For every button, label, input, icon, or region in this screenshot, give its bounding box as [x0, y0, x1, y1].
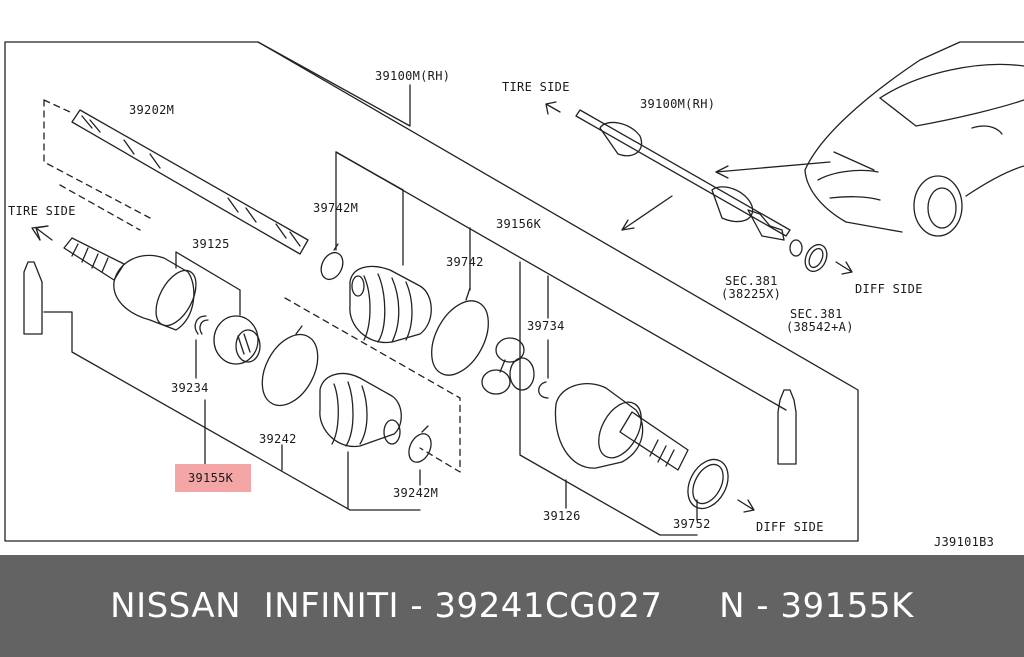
clamp-39742m: [320, 251, 344, 281]
inner-stub-shaft: [63, 237, 125, 281]
label-39202m: 39202M: [129, 103, 174, 117]
inner-housing-39126: [554, 383, 644, 469]
label-diff-side-bottom: DIFF SIDE: [756, 520, 824, 534]
group-line-39100m: [257, 41, 411, 127]
label-39100m-right: 39100M(RH): [640, 97, 715, 111]
group-line-39156k: [335, 151, 787, 411]
label-39126: 39126: [543, 509, 581, 523]
grease-tube-left: [23, 261, 43, 335]
label-39155k: 39155K: [188, 471, 234, 485]
diagram-frame: [4, 41, 859, 542]
label-sec381-b-line2: (38542+A): [786, 320, 854, 334]
label-39752: 39752: [673, 517, 711, 531]
group-line-39155k: [43, 311, 421, 511]
shaft-39202m: [71, 109, 309, 255]
overview-shaft: [575, 109, 791, 241]
boot-39241: [319, 373, 402, 448]
boot-39741: [349, 265, 432, 344]
overview-circlip: [789, 239, 803, 257]
diff-side-arrow-top: [835, 261, 853, 275]
tripod-39734: [481, 337, 535, 395]
label-sec381-b-line1: SEC.381: [790, 307, 843, 321]
label-tire-side-left: TIRE SIDE: [8, 204, 76, 218]
grease-tube-right: [777, 389, 797, 465]
band-39742: [431, 300, 489, 376]
car-illustration: [804, 41, 1024, 237]
parts-diagram: 39202M 39100M(RH) 39100M(RH) TIRE SIDE T…: [4, 41, 1024, 549]
tire-side-arrow-right: [545, 101, 561, 115]
part-caption: NISSAN INFINITI - 39241CG027 N - 39155K: [110, 586, 914, 626]
label-39234: 39234: [171, 381, 209, 395]
label-diff-side-top: DIFF SIDE: [855, 282, 923, 296]
caption-bar: NISSAN INFINITI - 39241CG027 N - 39155K: [0, 555, 1024, 657]
diff-side-arrow-bottom: [737, 499, 755, 513]
label-39742: 39742: [446, 255, 484, 269]
label-39156k: 39156K: [496, 217, 542, 231]
label-39734: 39734: [527, 319, 565, 333]
label-tire-side-right: TIRE SIDE: [502, 80, 570, 94]
label-diagram-code: J39101B3: [934, 535, 994, 549]
label-39242m: 39242M: [393, 486, 438, 500]
band-39242: [261, 333, 319, 407]
circlip-39234: [194, 315, 207, 335]
outer-joint-housing: [113, 254, 195, 331]
label-39242: 39242: [259, 432, 297, 446]
label-sec381-a-line2: (38225X): [721, 287, 781, 301]
seal-39752: [687, 458, 729, 510]
label-sec381-a-line1: SEC.381: [725, 274, 778, 288]
highlight-39155k: [175, 464, 251, 492]
label-39100m-top: 39100M(RH): [375, 69, 450, 83]
label-39125: 39125: [192, 237, 230, 251]
circlip-39734: [538, 381, 549, 399]
clamp-39242m: [408, 433, 432, 463]
overview-seal: [804, 243, 828, 273]
spider-39125: [213, 315, 261, 365]
label-39742m: 39742M: [313, 201, 358, 215]
